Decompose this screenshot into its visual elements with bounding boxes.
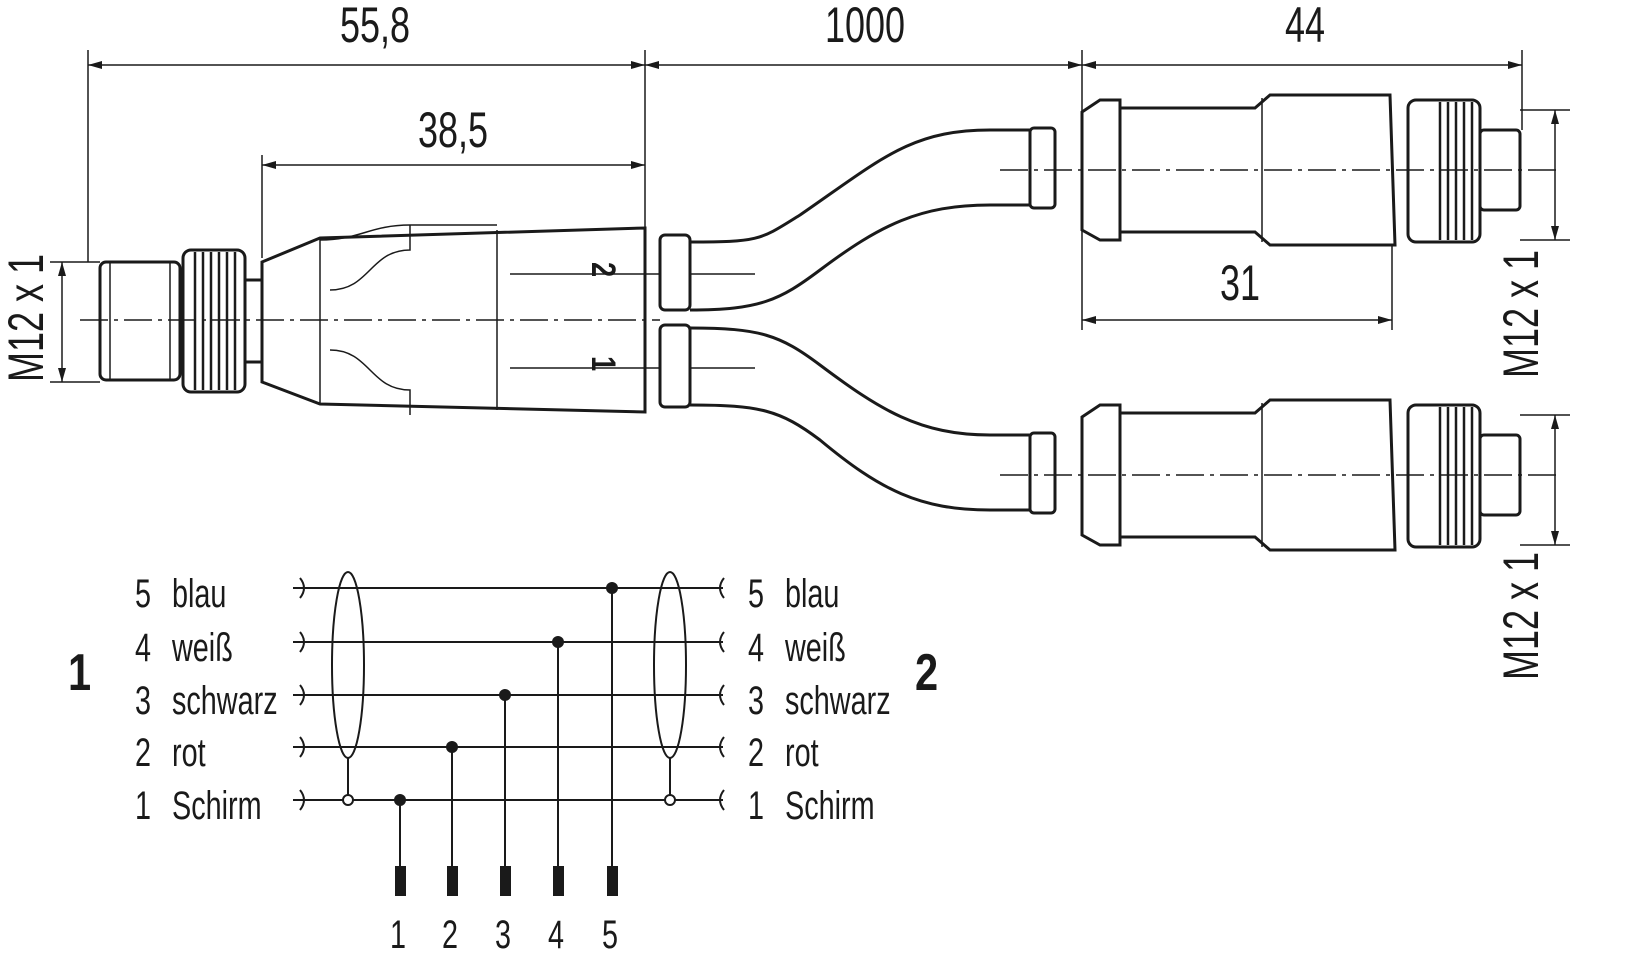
right-color: schwarz <box>785 678 891 723</box>
left-color: weiß <box>171 625 233 670</box>
right-color: Schirm <box>785 783 875 828</box>
left-color: rot <box>172 730 206 775</box>
cables <box>689 128 1030 512</box>
right-pin: 5 <box>748 571 764 616</box>
terminal-number: 4 <box>548 912 564 954</box>
terminal-number: 5 <box>602 912 618 954</box>
terminal-pin <box>447 866 458 896</box>
left-pin: 5 <box>135 571 151 616</box>
terminal-number: 2 <box>442 912 458 954</box>
dim-cable-length: 1000 <box>825 0 905 53</box>
wiring-side-right: 2 <box>915 643 938 702</box>
left-pin: 1 <box>135 783 151 828</box>
dim-thread-left: M12 x 1 <box>0 254 54 382</box>
terminal-pin <box>500 866 511 896</box>
left-color: blau <box>172 571 226 616</box>
left-pin: 4 <box>135 625 151 670</box>
wiring-side-left: 1 <box>68 643 91 702</box>
left-pin: 3 <box>135 678 151 723</box>
dim-thread-right-top: M12 x 1 <box>1494 250 1549 378</box>
branch-label-2: 2 <box>584 262 623 277</box>
terminal-pin <box>395 866 406 896</box>
right-pin: 1 <box>748 783 764 828</box>
left-color: Schirm <box>172 783 262 828</box>
right-color: blau <box>785 571 839 616</box>
right-pin: 4 <box>748 625 764 670</box>
right-pin: 3 <box>748 678 764 723</box>
dim-thread-right-bottom: M12 x 1 <box>1494 552 1549 680</box>
right-color: rot <box>785 730 819 775</box>
terminal-number: 1 <box>390 912 406 954</box>
dim-body-left: 38,5 <box>418 103 488 158</box>
wiring-diagram: 1 2 <box>68 571 938 954</box>
left-male-connector: 2 1 <box>80 224 755 415</box>
terminal-number: 3 <box>495 912 511 954</box>
dimension-lines <box>58 61 1559 545</box>
dim-overall-right: 44 <box>1285 0 1325 53</box>
terminal-pin <box>553 866 564 896</box>
right-female-connector-bottom <box>1000 398 1560 552</box>
right-color: weiß <box>784 625 846 670</box>
left-pin: 2 <box>135 730 151 775</box>
right-pin: 2 <box>748 730 764 775</box>
dim-body-right: 31 <box>1220 256 1260 311</box>
terminal-pin <box>607 866 618 896</box>
dim-overall-left: 55,8 <box>340 0 410 53</box>
right-female-connector-top <box>1000 93 1560 247</box>
branch-label-1: 1 <box>584 356 623 371</box>
left-color: schwarz <box>172 678 278 723</box>
